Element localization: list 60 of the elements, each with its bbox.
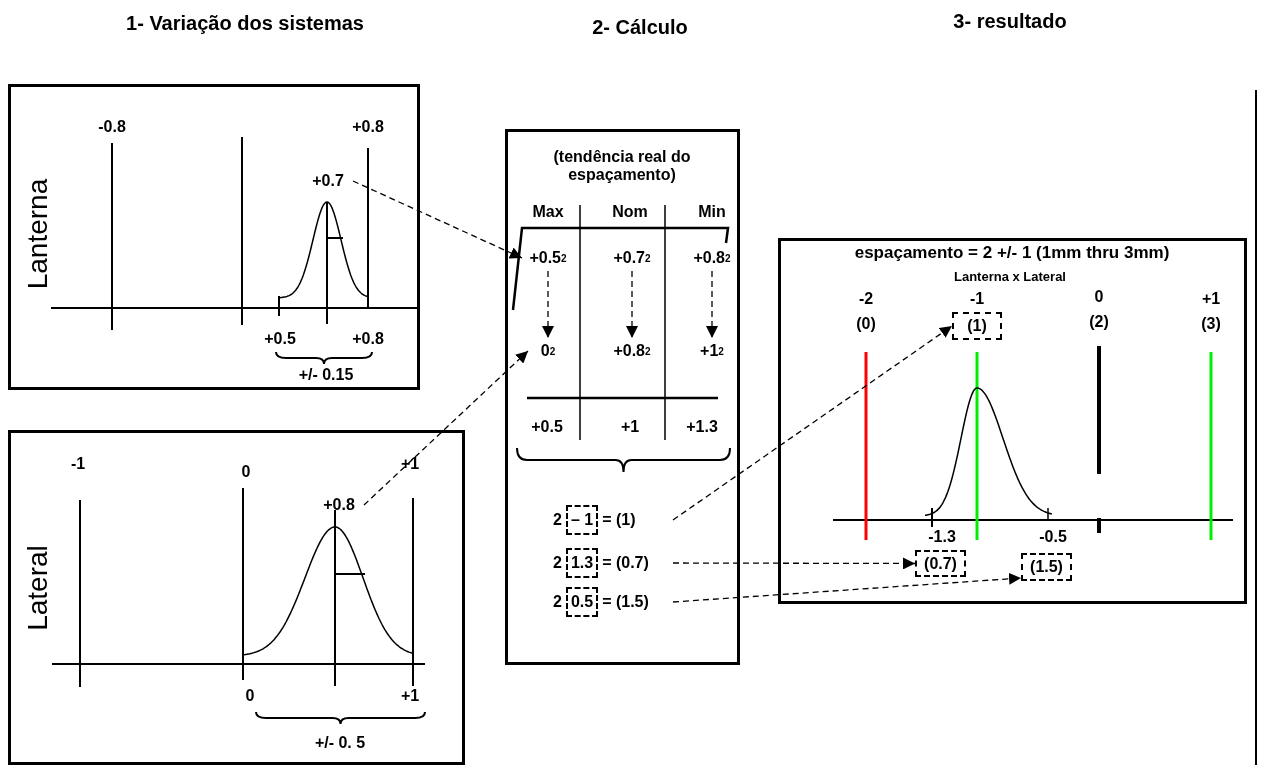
arrow (352, 180, 523, 259)
boxed-value: 0.5 (565, 587, 599, 617)
scale-value: (2) (1089, 313, 1109, 331)
arrow (542, 270, 554, 339)
axis-value: 0 (245, 687, 255, 705)
axis-value: +0.8 (352, 330, 384, 348)
value-label: +0.7 (303, 170, 353, 192)
scale-value: -1 (969, 290, 985, 308)
result-panel (778, 238, 1247, 604)
axis-value: +1 (400, 455, 420, 473)
axis-value: 0 (241, 463, 251, 481)
axis-value: +0.5 (264, 330, 296, 348)
result-value: +1.3 (686, 418, 718, 436)
tolerance-label: +/- 0.15 (298, 366, 354, 384)
arrow (363, 350, 529, 506)
panel-title: espaçamento = 2 +/- 1 (1mm thru 3mm) (854, 243, 1170, 263)
axis-title: Lateral (22, 545, 54, 631)
column-header: Nom (612, 203, 648, 221)
tolerance-label: +/- 0. 5 (314, 734, 366, 752)
scale-value: (0) (856, 315, 876, 333)
plot-panel (8, 84, 420, 390)
column-heading: 3- resultado (953, 10, 1067, 33)
arrow (672, 557, 916, 570)
axis-value: -1.3 (928, 528, 956, 546)
boxed-value: 1.3 (565, 548, 599, 578)
arrow (672, 572, 1022, 603)
plot-panel (8, 430, 465, 765)
axis-value: -1 (70, 455, 86, 473)
boxed-value: (1) (952, 312, 1002, 340)
scale-value: (3) (1201, 315, 1221, 333)
equation-term: 2 (553, 554, 562, 572)
equation-term: = (1.5) (602, 593, 649, 611)
scale-value: 0 (1094, 288, 1104, 306)
equation-term: 2 (553, 593, 562, 611)
arrow (626, 270, 638, 339)
axis-value: +0.8 (352, 118, 384, 136)
result-value: +1 (620, 418, 640, 436)
boxed-value: (1.5) (1021, 553, 1072, 581)
column-header: Min (698, 203, 726, 221)
scale-value: -2 (858, 290, 874, 308)
value-label: +0.8 (314, 494, 364, 516)
column-heading: 1- Variação dos sistemas (126, 12, 364, 35)
axis-value: -0.5 (1039, 528, 1067, 546)
scale-value: +1 (1201, 290, 1221, 308)
panel-subtitle: Lanterna x Lateral (954, 269, 1066, 284)
boxed-value: (0.7) (915, 550, 966, 577)
equation-term: = (1) (602, 511, 636, 529)
axis-value: -0.8 (98, 118, 126, 136)
axis-title: Lanterna (22, 178, 54, 290)
arrow (706, 270, 718, 339)
boxed-value: – 1 (565, 505, 599, 535)
column-heading: 2- Cálculo (592, 16, 688, 39)
axis-value: +1 (400, 687, 420, 705)
panel-title: (tendência real do espaçamento) (552, 148, 692, 184)
column-header: Max (532, 203, 564, 221)
equation-term: 2 (553, 511, 562, 529)
arrow (672, 325, 953, 521)
equation-term: = (0.7) (602, 554, 649, 572)
result-value: +0.5 (531, 418, 563, 436)
calculation-panel (505, 129, 740, 665)
